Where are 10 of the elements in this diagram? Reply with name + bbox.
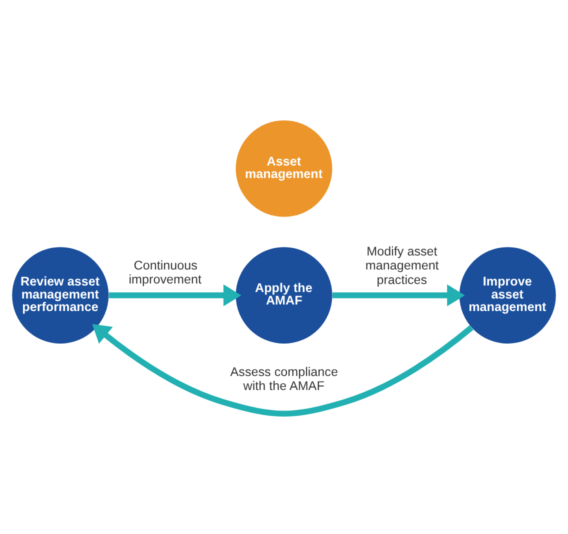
node-circle: Review asset management performance xyxy=(12,247,109,344)
edge-label: Assess compliance with the AMAF xyxy=(230,364,338,394)
node-circle: Apply the AMAF xyxy=(236,247,332,344)
edge-label: Modify asset management practices xyxy=(365,244,439,287)
edge-label: Continuous improvement xyxy=(128,258,202,287)
node-circle: Improve asset management xyxy=(459,247,556,344)
arrow xyxy=(108,284,242,306)
node-circle: Asset management xyxy=(236,120,332,217)
arrow xyxy=(332,284,465,306)
arrow xyxy=(92,324,474,417)
